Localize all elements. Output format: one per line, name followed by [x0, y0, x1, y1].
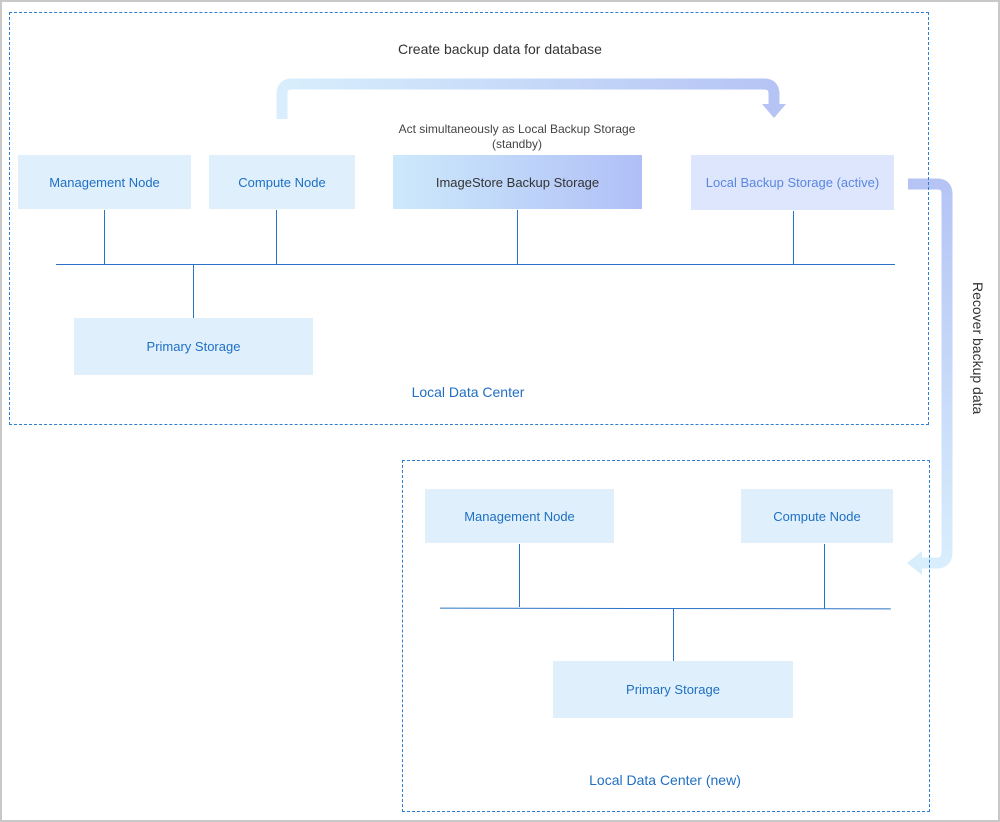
create-backup-label: Create backup data for database [398, 41, 602, 57]
local-management-node: Management Node [18, 155, 191, 209]
network-bus-line [56, 264, 895, 265]
new-data-center-caption: Local Data Center (new) [589, 772, 741, 788]
new-local-data-center [402, 460, 930, 812]
imagestore-backup-storage: ImageStore Backup Storage [393, 155, 642, 209]
recover-backup-arrow [907, 178, 953, 575]
connector-line [517, 210, 518, 264]
connector-line [793, 211, 794, 264]
new-primary-storage: Primary Storage [553, 661, 793, 718]
connector-line [519, 544, 520, 607]
connector-line [193, 264, 194, 318]
local-primary-storage: Primary Storage [74, 318, 313, 375]
standby-note-line-2: (standby) [491, 137, 543, 151]
create-backup-arrow [276, 78, 786, 119]
recover-backup-label: Recover backup data [970, 282, 986, 415]
standby-note-line-1: Act simultaneously as Local Backup Stora… [398, 122, 636, 136]
new-compute-node: Compute Node [741, 489, 893, 543]
local-data-center-caption: Local Data Center [411, 384, 525, 400]
local-data-center [9, 12, 929, 425]
connector-line [276, 210, 277, 264]
connector-line [673, 609, 674, 661]
standby-note: Act simultaneously as Local Backup Stora… [367, 122, 667, 152]
local-backup-storage-active: Local Backup Storage (active) [691, 155, 894, 210]
connector-line [824, 544, 825, 609]
connector-line [104, 210, 105, 264]
new-management-node: Management Node [425, 489, 614, 543]
local-compute-node: Compute Node [209, 155, 355, 209]
